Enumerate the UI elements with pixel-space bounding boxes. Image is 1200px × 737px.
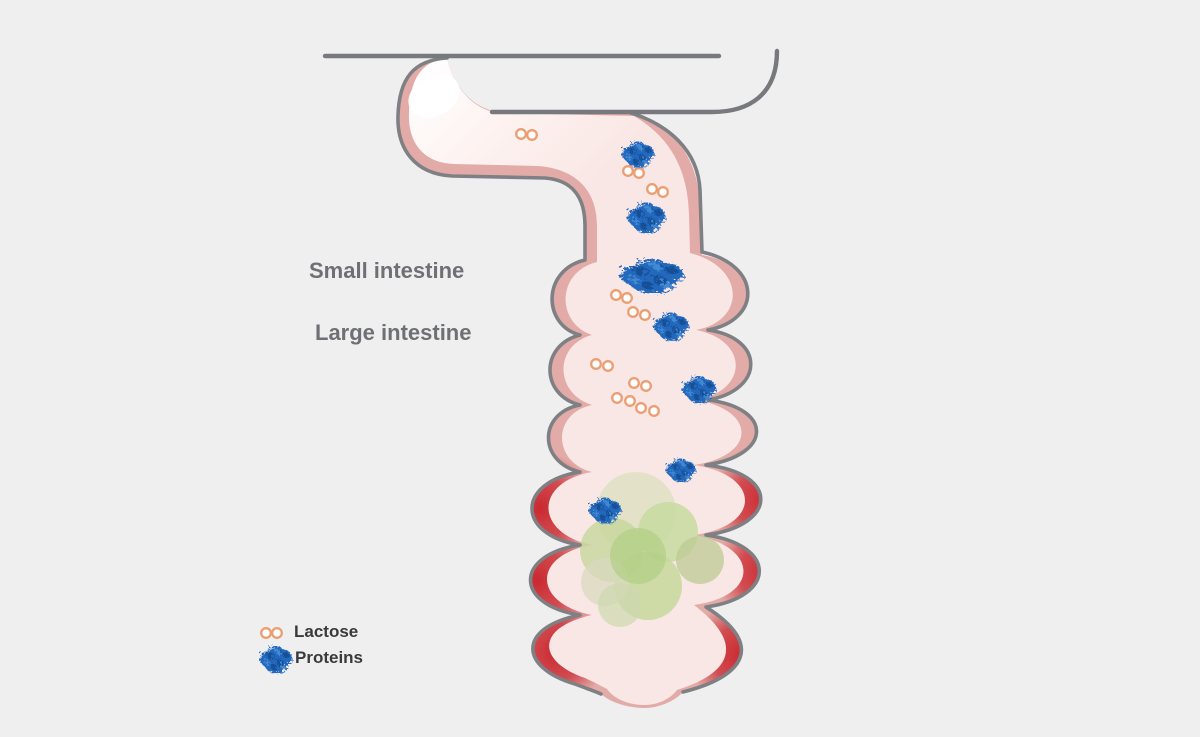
large-intestine-label: Large intestine — [315, 320, 472, 345]
small-intestine-lower-wall-line — [489, 48, 780, 115]
lactose-bead — [271, 627, 283, 639]
lactose-chain — [590, 358, 614, 372]
lactose-bead — [646, 183, 658, 195]
gas-bubble — [598, 583, 642, 627]
colon-outline-right — [626, 110, 763, 694]
lactose-bead — [648, 405, 660, 417]
gas-bubble-cluster — [580, 472, 724, 627]
lactose-bead — [610, 289, 622, 301]
lactose-chain — [646, 183, 669, 198]
lactose-bead — [657, 186, 669, 198]
lactose-chain — [628, 377, 652, 392]
lactose-chain — [627, 306, 651, 321]
lactose-molecules — [260, 128, 669, 639]
lactose-bead — [635, 402, 647, 414]
gas-bubble — [610, 528, 666, 584]
lactose-chain — [611, 392, 660, 417]
lactose-bead — [627, 306, 639, 318]
lactose-bead — [515, 128, 527, 140]
colon-outline-left — [396, 56, 603, 696]
legend-proteins-label: Proteins — [295, 648, 364, 667]
lactose-bead — [602, 360, 614, 372]
lactose-chain — [515, 128, 538, 141]
lactose-bead — [633, 167, 645, 179]
lactose-bead — [624, 395, 636, 407]
lumen-highlight — [408, 74, 460, 118]
small-intestine-label: Small intestine — [309, 258, 465, 283]
lactose-bead — [639, 309, 651, 321]
lactose-bead — [622, 165, 634, 177]
lactose-bead — [611, 392, 623, 404]
legend-lactose-label: Lactose — [294, 622, 359, 641]
lactose-bead — [526, 129, 538, 141]
legend-lactose-icon — [260, 627, 283, 639]
lactose-bead — [260, 627, 272, 639]
lactose-bead — [640, 380, 652, 392]
lactose-bead — [621, 292, 633, 304]
lactose-bead — [590, 358, 602, 370]
lactose-chain — [622, 165, 645, 179]
lactose-bead — [628, 377, 640, 389]
gas-bubble — [676, 536, 724, 584]
lactose-chain — [610, 289, 633, 304]
